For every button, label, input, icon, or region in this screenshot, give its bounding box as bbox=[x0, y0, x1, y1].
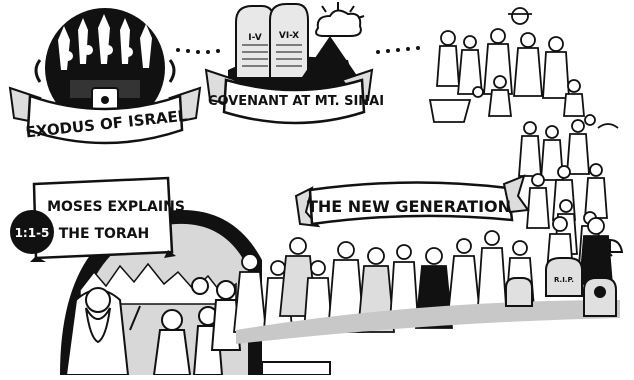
graveyard bbox=[505, 238, 624, 317]
new-generation-banner bbox=[294, 174, 530, 228]
ground-shadow bbox=[236, 300, 620, 344]
reference-badge: 1:1-5 bbox=[15, 226, 50, 240]
connector-dots-2 bbox=[376, 46, 420, 54]
wilderness-crowd bbox=[428, 7, 619, 129]
tablet-right-label: VI-X bbox=[279, 31, 299, 41]
tombstone-label: R.I.P. bbox=[554, 276, 574, 284]
exodus-banner bbox=[8, 86, 202, 145]
new-generation-label: THE NEW GENERATION bbox=[307, 197, 511, 216]
covenant-banner-label: COVENANT AT MT. SINAI bbox=[208, 94, 384, 109]
tablet-left-label: I-V bbox=[248, 33, 261, 43]
moses-scene bbox=[64, 277, 242, 376]
sinai-banner bbox=[204, 68, 374, 125]
moses-sign-line1: MOSES EXPLAINS bbox=[47, 199, 185, 215]
moses-sign-line2: THE TORAH bbox=[59, 226, 150, 242]
connector-dots-1 bbox=[176, 48, 220, 54]
partial-signboard bbox=[261, 361, 331, 376]
moses-sign bbox=[10, 176, 176, 262]
exodus-scene bbox=[34, 8, 176, 128]
